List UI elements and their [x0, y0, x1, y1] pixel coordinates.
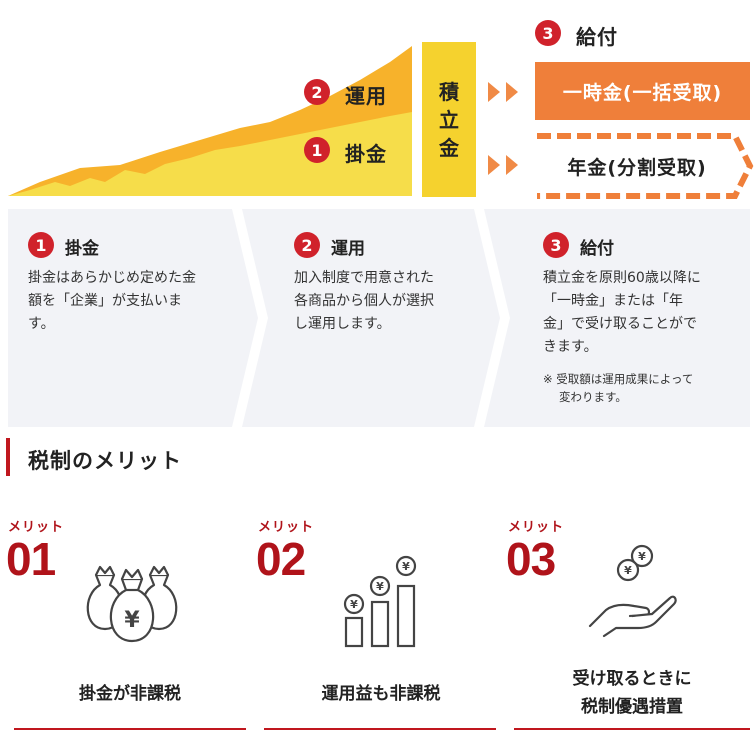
- merit2-caption-line: 運用益も非課税: [321, 684, 441, 704]
- annuity-outline: [537, 133, 754, 199]
- accumulated-fund-char-2: 立: [439, 107, 459, 132]
- panel3-badge: 3: [543, 232, 569, 258]
- step1-badge: 1: [304, 137, 330, 163]
- panel-1-bg: [8, 209, 258, 427]
- merit1-number: 01: [6, 533, 56, 585]
- merit2-underline: [264, 728, 496, 730]
- svg-text:¥: ¥: [124, 608, 140, 633]
- merit3-caption-line: 税制優遇措置: [581, 697, 683, 717]
- merit3-caption: 受け取るときに 税制優遇措置: [516, 665, 748, 721]
- svg-text:¥: ¥: [624, 564, 632, 577]
- panel3-note: ※ 受取額は運用成果によって 変わります。: [543, 370, 693, 406]
- step3-label: 給付: [576, 25, 618, 49]
- svg-text:¥: ¥: [638, 550, 646, 563]
- description-panels-bg: [8, 209, 750, 427]
- money-bags-icon: ¥: [86, 565, 178, 643]
- panel3-title: 給付: [580, 239, 614, 259]
- lump-sum-box: 一時金(一括受取): [535, 62, 750, 120]
- panel2-text: 加入制度で用意された 各商品から個人が選択 し運用します。: [294, 267, 434, 336]
- accumulated-fund-char-1: 積: [439, 79, 459, 104]
- merit3-underline: [514, 728, 750, 730]
- merit2-number: 02: [256, 533, 306, 585]
- panel3-note-line: 変わります。: [559, 390, 627, 404]
- merit3-caption-line: 受け取るときに: [572, 669, 692, 689]
- merit1-label: メリット: [8, 520, 65, 535]
- panel3-note-line: ※ 受取額は運用成果によって: [543, 372, 694, 386]
- panel2-line: 各商品から個人が選択: [294, 293, 434, 309]
- arrow-right-icon: [506, 82, 518, 102]
- panel-3-bg: [484, 209, 750, 427]
- step2-label: 運用: [345, 84, 387, 108]
- panel3-line: 「一時金」または「年: [543, 293, 683, 309]
- merit3-number: 03: [506, 533, 556, 585]
- panel3-line: きます。: [543, 339, 598, 355]
- svg-text:¥: ¥: [402, 560, 410, 573]
- svg-text:¥: ¥: [350, 598, 358, 611]
- hand-coins-icon: ¥ ¥: [588, 544, 677, 638]
- arrow-right-icon: [488, 82, 500, 102]
- section-accent-bar: [6, 438, 10, 476]
- panel2-line: し運用します。: [294, 316, 391, 332]
- svg-text:¥: ¥: [376, 580, 384, 593]
- panel1-text: 掛金はあらかじめ定めた金 額を「企業」が支払いま す。: [28, 267, 196, 336]
- merit1-caption: 掛金が非課税: [20, 680, 240, 708]
- step2-badge: 2: [304, 79, 330, 105]
- merit1-underline: [14, 728, 246, 730]
- panel1-title: 掛金: [65, 239, 99, 259]
- accumulated-fund-box: 積 立 金: [422, 42, 476, 197]
- step1-label: 掛金: [345, 142, 387, 166]
- panel3-line: 金」で受け取ることがで: [543, 316, 697, 332]
- merit2-label: メリット: [258, 520, 315, 535]
- panel1-line: 額を「企業」が支払いま: [28, 293, 182, 309]
- panel2-title: 運用: [331, 239, 365, 259]
- panel1-line: 掛金はあらかじめ定めた金: [28, 270, 196, 286]
- accumulated-fund-char-3: 金: [439, 135, 459, 160]
- panel-2-bg: [242, 209, 500, 427]
- panel1-badge: 1: [28, 232, 54, 258]
- contribution-area: [8, 112, 412, 196]
- merit2-caption: 運用益も非課税: [268, 680, 494, 708]
- panel1-line: す。: [28, 316, 55, 332]
- arrow-right-icon: [488, 155, 500, 175]
- panel2-line: 加入制度で用意された: [294, 270, 434, 286]
- panel3-line: 積立金を原則60歳以降に: [543, 270, 701, 286]
- merit3-label: メリット: [508, 520, 565, 535]
- section-title: 税制のメリット: [28, 449, 182, 473]
- step3-badge: 3: [535, 20, 561, 46]
- annuity-label: 年金(分割受取): [552, 146, 722, 186]
- panel3-text: 積立金を原則60歳以降に 「一時金」または「年 金」で受け取ることがで きます。: [543, 267, 701, 359]
- growing-coins-icon: ¥ ¥ ¥: [343, 555, 417, 648]
- panel2-badge: 2: [294, 232, 320, 258]
- arrow-right-icon: [506, 155, 518, 175]
- merit1-caption-line: 掛金が非課税: [79, 684, 181, 704]
